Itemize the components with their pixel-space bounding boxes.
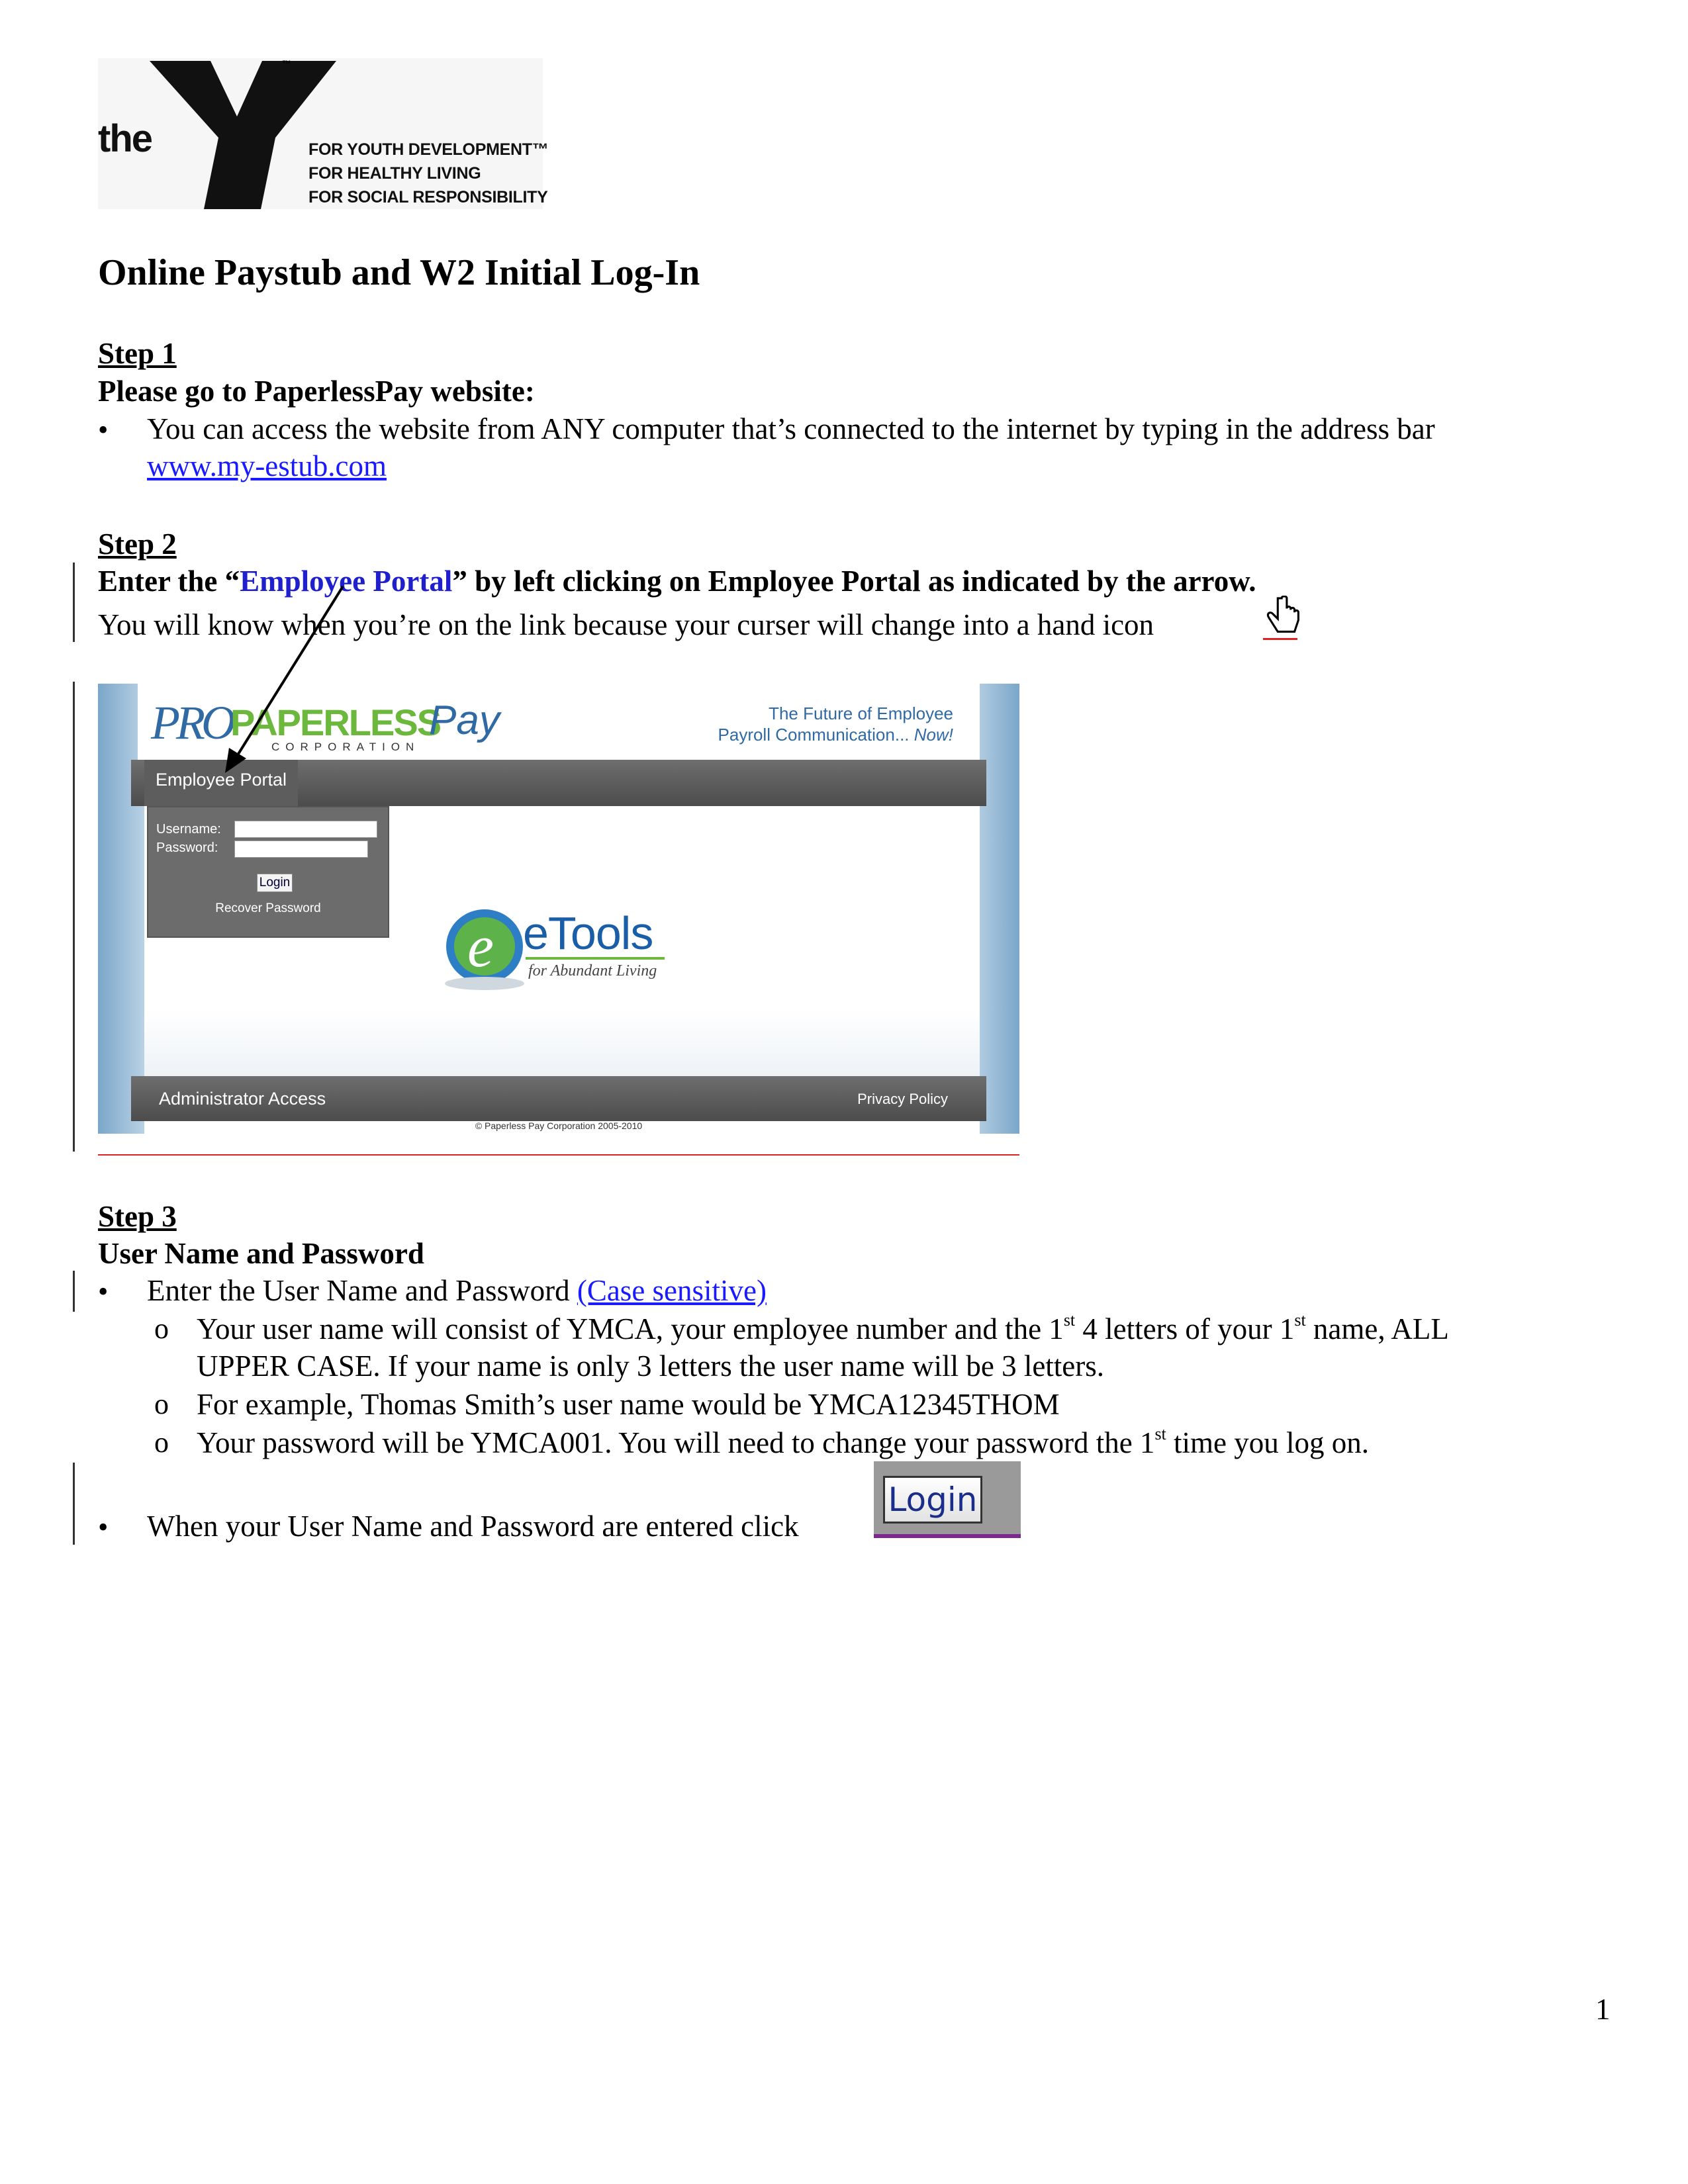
circle-bullet-icon: o — [154, 1388, 169, 1420]
step3-sub2: For example, Thomas Smith’s user name wo… — [197, 1388, 1060, 1421]
recover-password-link[interactable]: Recover Password — [215, 901, 321, 915]
change-bar — [73, 682, 75, 1152]
etools-underline — [526, 957, 665, 960]
ymca-logo: the ™ FOR YOUTH DEVELOPMENT™ FOR HEALTHY… — [98, 58, 549, 209]
estub-link[interactable]: www.my-estub.com — [147, 449, 387, 482]
sub1-part-a: Your user name will consist of YMCA, you… — [197, 1312, 1064, 1345]
step2-sub-pre: Enter the “ — [98, 565, 240, 598]
change-bar — [73, 1463, 75, 1545]
case-sensitive-link[interactable]: (Case sensitive) — [577, 1274, 767, 1307]
etools-subtitle: for Abundant Living — [528, 962, 657, 979]
tagline-line-3: FOR SOCIAL RESPONSIBILITY — [308, 188, 548, 206]
step3-sub1: Your user name will consist of YMCA, you… — [197, 1310, 1449, 1346]
step3-bullet1-text: Enter the User Name and Password — [147, 1274, 570, 1307]
step3-heading: Step 3 — [98, 1200, 177, 1233]
pp-tagline-1: The Future of Employee — [769, 704, 953, 723]
page-title: Online Paystub and W2 Initial Log-In — [98, 252, 700, 293]
employee-portal-tab[interactable]: Employee Portal — [144, 760, 298, 809]
step1-bullet-text: You can access the website from ANY comp… — [147, 412, 1435, 445]
pp-logo-pro: PRO — [151, 696, 236, 749]
step3-bullet2: When your User Name and Password are ent… — [147, 1510, 799, 1543]
sub3-part-b: time you log on. — [1166, 1426, 1370, 1459]
sub1-sup-1: st — [1063, 1310, 1076, 1330]
logo-tm: ™ — [282, 58, 291, 69]
step3-sub3: Your password will be YMCA001. You will … — [197, 1424, 1370, 1460]
circle-bullet-icon: o — [154, 1312, 169, 1345]
hand-cursor-icon — [1266, 596, 1299, 633]
etools-text: eTools — [523, 907, 653, 959]
privacy-policy-link[interactable]: Privacy Policy — [857, 1091, 948, 1107]
step2-sub-post: ” by left clicking on Employee Portal as… — [452, 565, 1256, 598]
sub3-sup: st — [1154, 1424, 1166, 1443]
pp-logo-pay: Pay — [429, 698, 500, 743]
administrator-access-link[interactable]: Administrator Access — [159, 1089, 326, 1109]
circle-bullet-icon: o — [154, 1426, 169, 1459]
pp-footer-bar — [131, 1076, 986, 1121]
step1-subheading: Please go to PaperlessPay website: — [98, 375, 535, 408]
password-label: Password: — [156, 841, 218, 855]
bullet-icon: • — [98, 414, 109, 446]
step3-sub1-line2: UPPER CASE. If your name is only 3 lette… — [197, 1349, 1105, 1383]
pp-copyright: © Paperless Pay Corporation 2005-2010 — [475, 1120, 643, 1131]
red-rule — [98, 1154, 1019, 1156]
login-image-face: Login — [883, 1476, 982, 1524]
tagline-line-1: FOR YOUTH DEVELOPMENT™ — [308, 140, 549, 159]
pp-copyright-strip — [144, 1121, 980, 1134]
pp-logo-corporation: CORPORATION — [271, 741, 420, 753]
password-input[interactable] — [234, 841, 368, 858]
sub1-part-c: name, ALL — [1305, 1312, 1449, 1345]
login-image-underline — [874, 1534, 1021, 1538]
ymca-y-icon — [150, 61, 336, 209]
pp-tagline-now: Now! — [914, 725, 953, 745]
sub1-part-b: 4 letters of your 1 — [1075, 1312, 1295, 1345]
change-bar — [73, 1271, 75, 1312]
username-label: Username: — [156, 822, 221, 837]
pp-login-box: Username: Password: Login Recover Passwo… — [147, 806, 389, 938]
red-underline — [1263, 638, 1297, 640]
pp-tagline-2: Payroll Communication... Now! — [718, 725, 953, 745]
page-number: 1 — [1595, 1993, 1611, 2026]
step3-subheading: User Name and Password — [98, 1237, 424, 1270]
pp-tagline-2-text: Payroll Communication... — [718, 725, 910, 745]
step2-heading: Step 2 — [98, 527, 177, 561]
sub1-sup-2: st — [1294, 1310, 1306, 1330]
login-button-image: Login — [874, 1461, 1021, 1538]
employee-portal-text: Employee Portal — [240, 565, 453, 598]
pointer-arrow-icon — [225, 585, 344, 773]
step2-note: You will know when you’re on the link be… — [98, 608, 1154, 641]
step2-subheading: Enter the “Employee Portal” by left clic… — [98, 564, 1256, 598]
sub3-part-a: Your password will be YMCA001. You will … — [197, 1426, 1155, 1459]
pp-login-button[interactable]: Login — [257, 874, 293, 892]
bullet-icon: • — [98, 1275, 109, 1308]
username-input[interactable] — [234, 821, 377, 838]
paperlesspay-screenshot: PRO PAPERLESS Pay CORPORATION The Future… — [98, 684, 1019, 1134]
etools-logo: e eTools for Abundant Living — [442, 905, 667, 998]
tagline-line-2: FOR HEALTHY LIVING — [308, 164, 481, 183]
change-bar — [73, 563, 75, 642]
pp-header: PRO PAPERLESS Pay CORPORATION The Future… — [138, 684, 980, 760]
bullet-icon: • — [98, 1511, 109, 1543]
svg-text:e: e — [467, 914, 494, 979]
logo-the-text: the — [98, 117, 153, 160]
etools-globe-icon: e — [445, 909, 524, 990]
step3-bullet1: Enter the User Name and Password (Case s… — [147, 1273, 767, 1308]
step1-heading: Step 1 — [98, 337, 177, 370]
